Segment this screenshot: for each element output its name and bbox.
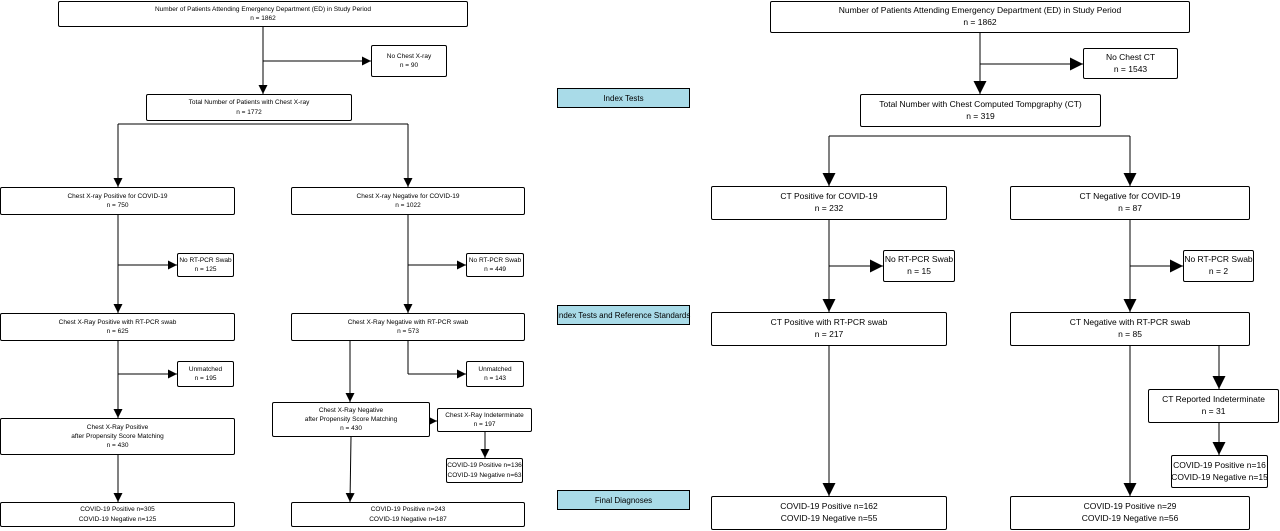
box-title: CT Reported Indeterminate [1162, 394, 1265, 405]
xray-neg-diagnoses-box: COVID-19 Positive n=243 COVID-19 Negativ… [291, 502, 525, 527]
covid-positive: COVID-19 Positive n=162 [780, 501, 878, 512]
box-count: n = 1862 [250, 15, 276, 22]
box-title: Chest X-Ray Positive [86, 423, 149, 431]
ct-neg-diagnoses-box: COVID-19 Positive n=29 COVID-19 Negative… [1010, 496, 1250, 530]
xray-negative-box: Chest X-ray Negative for COVID-19 n = 10… [291, 187, 525, 215]
box-subtitle: after Propensity Score Matching [71, 432, 164, 440]
box-count: n = 87 [1118, 203, 1142, 213]
box-title: Chest X-Ray Negative [318, 406, 384, 414]
box-title: Number of Patients Attending Emergency D… [154, 5, 372, 13]
ct-indeterminate-diagnoses-box: COVID-19 Positive n=16 COVID-19 Negative… [1171, 455, 1268, 488]
box-count: n = 430 [106, 442, 129, 450]
box-title: CT Negative for COVID-19 [1079, 191, 1181, 202]
connector [345, 436, 355, 503]
box-count: n = 31 [1201, 406, 1226, 416]
total-chest-xray-box: Total Number of Patients with Chest X-ra… [146, 94, 352, 121]
box-title: No RT-PCR Swab [884, 254, 954, 265]
box-count: n = 232 [814, 203, 844, 213]
box-count: n = 750 [106, 202, 129, 209]
box-count: n = 197 [473, 421, 496, 428]
box-title: Number of Patients Attending Emergency D… [838, 5, 1122, 16]
box-title: CT Positive with RT-PCR swab [770, 317, 888, 328]
box-title: Chest X-Ray Indeterminate [445, 411, 524, 419]
box-title: No RT-PCR Swab [468, 256, 522, 264]
xray-indeterminate-diagnoses-box: COVID-19 Positive n=136 COVID-19 Negativ… [446, 458, 523, 483]
box-count: n = 125 [194, 266, 217, 273]
box-count: n = 449 [484, 266, 506, 273]
box-title: Chest X-ray Negative for COVID-19 [356, 192, 460, 200]
stage-label-index-reference: Index Tests and Reference Standards [557, 305, 690, 325]
stage-label-final-diagnoses: Final Diagnoses [557, 490, 690, 510]
no-chest-ct-box: No Chest CT n = 1543 [1083, 48, 1178, 79]
xray-indeterminate-box: Chest X-Ray Indeterminate n = 197 [437, 408, 532, 432]
box-title: No RT-PCR Swab [179, 256, 232, 264]
ct-pos-diagnoses-box: COVID-19 Positive n=162 COVID-19 Negativ… [711, 496, 947, 530]
box-subtitle: after Propensity Score Matching [304, 415, 398, 423]
covid-positive: COVID-19 Positive n=16 [1173, 459, 1266, 470]
box-title: No Chest X-ray [386, 52, 432, 60]
covid-positive: COVID-19 Positive n=243 [370, 506, 446, 514]
box-title: No RT-PCR Swab [1184, 254, 1253, 265]
ct-negative-box: CT Negative for COVID-19 n = 87 [1010, 186, 1250, 220]
covid-positive: COVID-19 Positive n=305 [80, 506, 155, 514]
box-count: n = 625 [106, 328, 129, 335]
box-title: Unmatched [188, 365, 223, 373]
box-title: Total Number of Patients with Chest X-ra… [188, 99, 310, 107]
ct-indeterminate-box: CT Reported Indeterminate n = 31 [1148, 389, 1279, 423]
box-count: n = 85 [1118, 329, 1142, 339]
xray-pos-swab-box: Chest X-Ray Positive with RT-PCR swab n … [0, 313, 235, 341]
box-count: n = 217 [814, 329, 844, 339]
box-count: n = 1543 [1113, 63, 1148, 74]
ct-neg-no-swab-box: No RT-PCR Swab n = 2 [1183, 250, 1254, 282]
box-count: n = 1772 [236, 108, 262, 116]
covid-negative: COVID-19 Negative n=63 [447, 471, 522, 479]
xray-neg-psm-box: Chest X-Ray Negative after Propensity Sc… [272, 402, 430, 437]
xray-pos-psm-box: Chest X-Ray Positive after Propensity Sc… [0, 418, 235, 455]
box-title: CT Positive for COVID-19 [780, 191, 878, 202]
covid-negative: COVID-19 Negative n=187 [369, 515, 447, 523]
box-title: CT Negative with RT-PCR swab [1069, 317, 1191, 328]
box-count: n = 90 [399, 62, 419, 69]
ct-attending-ed-box: Number of Patients Attending Emergency D… [770, 1, 1190, 33]
box-title: Chest X-Ray Positive with RT-PCR swab [58, 318, 177, 326]
box-title: Total Number with Chest Computed Tompgra… [879, 98, 1082, 109]
box-count: n = 15 [907, 266, 931, 276]
xray-pos-unmatched-box: Unmatched n = 195 [177, 361, 234, 387]
box-count: n = 1862 [963, 17, 997, 27]
box-count: n = 143 [484, 375, 506, 382]
attending-ed-box: Number of Patients Attending Emergency D… [58, 1, 468, 27]
xray-positive-box: Chest X-ray Positive for COVID-19 n = 75… [0, 187, 235, 215]
box-count: n = 319 [966, 110, 995, 121]
box-title: Unmatched [478, 365, 512, 373]
box-title: Chest X-ray Positive for COVID-19 [67, 192, 168, 200]
box-count: n = 195 [194, 375, 217, 382]
covid-negative: COVID-19 Negative n=125 [78, 515, 157, 523]
ct-pos-no-swab-box: No RT-PCR Swab n = 15 [883, 250, 955, 282]
covid-negative: COVID-19 Negative n=55 [780, 513, 878, 523]
covid-positive: COVID-19 Positive n=29 [1083, 501, 1177, 512]
covid-negative: COVID-19 Negative n=56 [1081, 513, 1179, 523]
box-count: n = 1022 [395, 202, 421, 209]
xray-neg-swab-box: Chest X-Ray Negative with RT-PCR swab n … [291, 313, 525, 341]
ct-pos-swab-box: CT Positive with RT-PCR swab n = 217 [711, 312, 947, 346]
ct-neg-swab-box: CT Negative with RT-PCR swab n = 85 [1010, 312, 1250, 346]
box-title: Chest X-Ray Negative with RT-PCR swab [347, 318, 469, 326]
total-chest-ct-box: Total Number with Chest Computed Tompgra… [860, 94, 1101, 127]
box-count: n = 430 [340, 425, 362, 433]
xray-neg-unmatched-box: Unmatched n = 143 [466, 361, 524, 387]
box-count: n = 573 [397, 328, 419, 335]
xray-pos-no-swab-box: No RT-PCR Swab n = 125 [177, 253, 234, 277]
covid-positive: COVID-19 Positive n=136 [447, 462, 522, 470]
ct-positive-box: CT Positive for COVID-19 n = 232 [711, 186, 947, 220]
stage-label-index-tests: Index Tests [557, 88, 690, 108]
covid-negative: COVID-19 Negative n=15 [1171, 471, 1268, 482]
no-chest-xray-box: No Chest X-ray n = 90 [371, 45, 447, 77]
box-title: No Chest CT [1105, 51, 1156, 62]
xray-pos-diagnoses-box: COVID-19 Positive n=305 COVID-19 Negativ… [0, 502, 235, 527]
box-count: n = 2 [1208, 266, 1229, 276]
xray-neg-no-swab-box: No RT-PCR Swab n = 449 [466, 253, 524, 277]
